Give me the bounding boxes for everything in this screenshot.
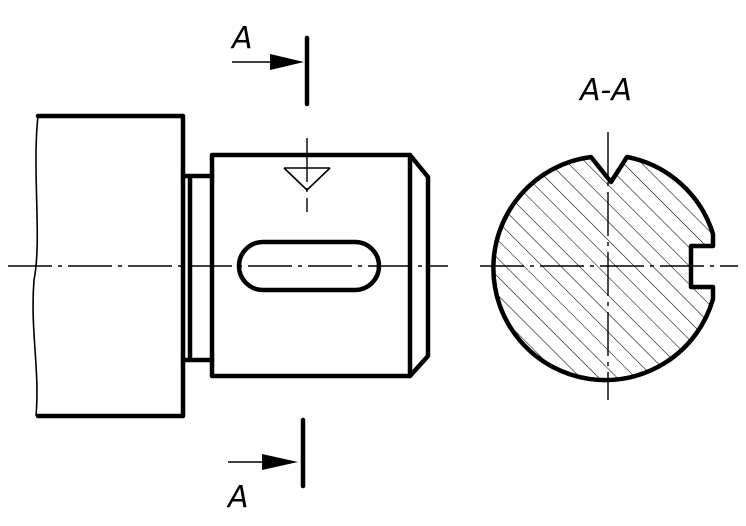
cut-label-bottom: A — [226, 480, 249, 515]
shaft-neck — [180, 173, 215, 363]
cutting-plane-bottom — [228, 417, 306, 489]
cut-label-top: A — [230, 21, 253, 56]
section-title: A-A — [578, 73, 632, 108]
base-part — [32, 113, 186, 419]
section-view — [480, 132, 738, 400]
cutting-plane-top — [232, 35, 310, 107]
